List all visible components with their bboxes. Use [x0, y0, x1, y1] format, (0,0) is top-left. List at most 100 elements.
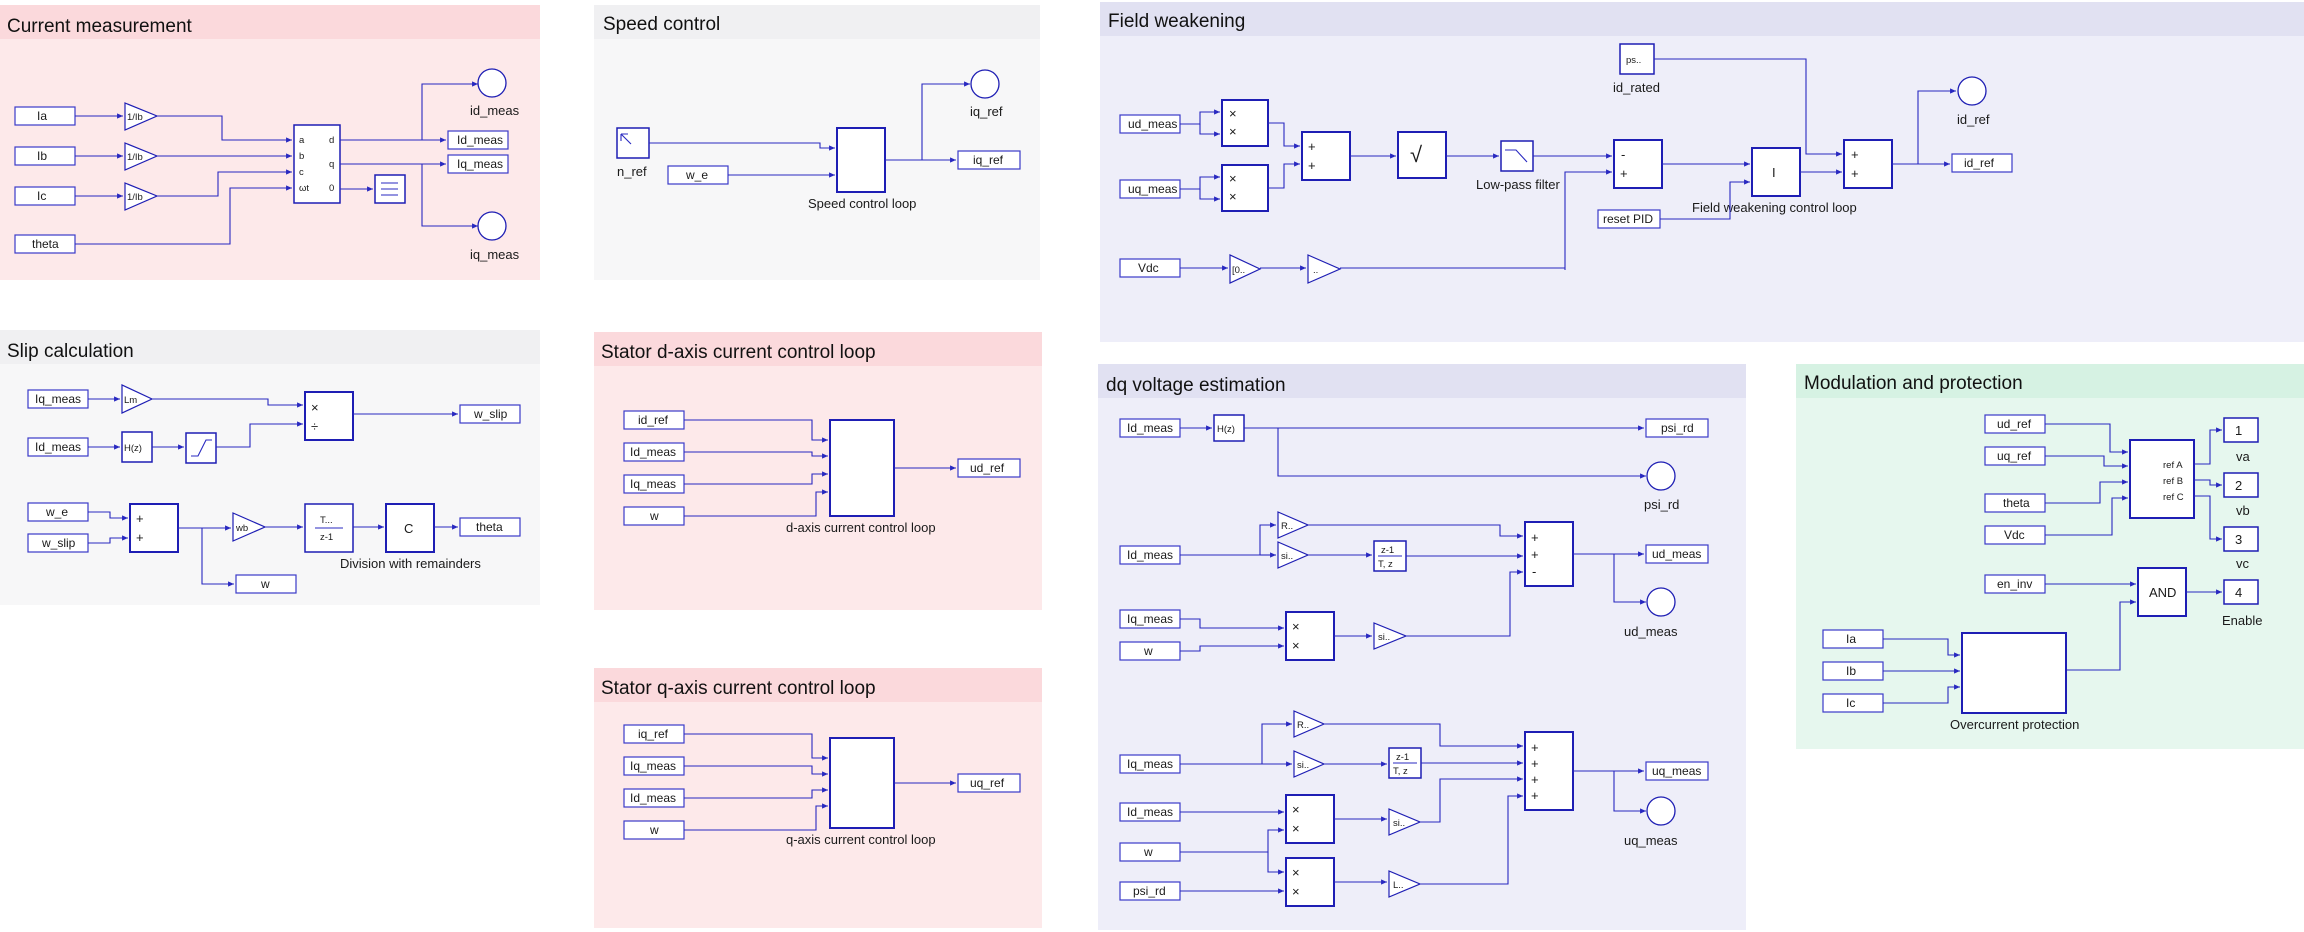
- outport-2[interactable]: [2223, 472, 2259, 498]
- goto-tag-w[interactable]: [235, 574, 297, 594]
- outport-number: 3: [2235, 532, 2242, 547]
- op-glyph: +: [1620, 166, 1628, 181]
- goto-tag-label: uq_meas: [1652, 764, 1701, 778]
- gain-block-si[interactable]: [1293, 750, 1326, 778]
- gain-block-r[interactable]: [1277, 511, 1310, 539]
- field-weakening-pi-block[interactable]: [1751, 147, 1801, 197]
- op-glyph: ×: [1292, 619, 1300, 634]
- from-tag-label: uq_meas: [1128, 182, 1177, 196]
- block-caption: Low-pass filter: [1476, 177, 1560, 192]
- scope-label: psi_rd: [1644, 497, 1679, 512]
- scope-psi-rd[interactable]: [1646, 461, 1676, 491]
- overcurrent-protection-subsystem[interactable]: [1961, 632, 2067, 714]
- goto-tag-label: psi_rd: [1661, 421, 1694, 435]
- scope-label: ud_meas: [1624, 624, 1678, 639]
- stator-q-diagram: iq_ref Iq_meas Id_meas w q-axis current …: [623, 724, 1021, 847]
- from-tag-label: theta: [32, 237, 59, 251]
- block-label: L..: [1393, 880, 1404, 891]
- outport-1[interactable]: [2223, 417, 2259, 443]
- op-glyph: +: [1531, 788, 1539, 803]
- scope-id-ref[interactable]: [1957, 76, 1987, 106]
- from-tag-label: w: [649, 823, 659, 837]
- product-block-ud[interactable]: [1221, 99, 1269, 147]
- subsystem-label: q-axis current control loop: [786, 832, 936, 847]
- goto-tag-label: w: [260, 577, 270, 591]
- product-block-uq-2[interactable]: [1285, 857, 1335, 907]
- scope-iq-meas[interactable]: [477, 211, 507, 241]
- q-axis-current-control-subsystem[interactable]: [829, 737, 895, 829]
- gain-block-wb[interactable]: [232, 512, 267, 542]
- saturation-block[interactable]: [185, 432, 217, 464]
- discrete-integrator-block[interactable]: [304, 503, 354, 553]
- block-label: ..: [1313, 265, 1318, 276]
- gain-block-ic[interactable]: [124, 182, 159, 211]
- sum-block-id-ref[interactable]: [1843, 139, 1893, 189]
- gain-block-lm[interactable]: [121, 384, 154, 414]
- area-title: Stator q-axis current control loop: [601, 678, 876, 699]
- dq-voltage-diagram: Id_meas H(z) psi_rd psi_rd Id_meas R.. s…: [1119, 414, 1709, 907]
- sum-block-uq[interactable]: [1524, 731, 1574, 811]
- op-glyph: -: [1621, 147, 1625, 162]
- area-field-weakening[interactable]: Field weakening: [1100, 2, 2304, 342]
- outport-number: 4: [2235, 585, 2242, 600]
- goto-tag-w-slip[interactable]: [459, 404, 521, 424]
- op-glyph: +: [1531, 547, 1539, 562]
- from-tag-label: reset PID: [1603, 212, 1653, 226]
- sum-block-ud[interactable]: [1524, 521, 1574, 587]
- abc-to-dq-transform-block[interactable]: [293, 124, 341, 204]
- goto-tag-psi-rd[interactable]: [1645, 418, 1709, 438]
- speed-control-loop-subsystem[interactable]: [836, 127, 886, 193]
- gain-block-vdc[interactable]: [1307, 254, 1342, 284]
- from-tag-label: w: [1143, 845, 1153, 859]
- division-remainder-block[interactable]: [385, 503, 435, 553]
- scope-id-meas[interactable]: [477, 68, 507, 98]
- saturation-block[interactable]: [1229, 254, 1262, 284]
- goto-tag-id-meas[interactable]: [447, 130, 509, 150]
- area-dq-voltage[interactable]: dq voltage estimation: [1098, 364, 1746, 930]
- step-block-n-ref[interactable]: [616, 127, 650, 159]
- goto-tag-ud-meas[interactable]: [1645, 544, 1709, 564]
- area-title: Speed control: [603, 14, 720, 35]
- goto-tag-iq-ref[interactable]: [957, 150, 1021, 170]
- goto-tag-theta[interactable]: [459, 517, 521, 537]
- area-slip-calculation[interactable]: Slip calculation: [0, 330, 540, 605]
- gain-block-l[interactable]: [1388, 870, 1422, 898]
- gain-block-r[interactable]: [1293, 710, 1326, 738]
- goto-tag-uq-ref[interactable]: [957, 773, 1021, 793]
- scope-ud-meas[interactable]: [1646, 587, 1676, 617]
- and-block[interactable]: [2137, 567, 2187, 617]
- goto-tag-iq-meas[interactable]: [447, 154, 509, 174]
- from-tag-label: Vdc: [1138, 261, 1159, 275]
- gain-block-si[interactable]: [1388, 808, 1422, 836]
- modulator-block[interactable]: [2129, 439, 2195, 519]
- gain-block-ia[interactable]: [124, 102, 159, 131]
- d-axis-current-control-subsystem[interactable]: [829, 419, 895, 517]
- port-label: 0: [329, 183, 334, 194]
- block-label: AND: [2149, 585, 2176, 600]
- sqrt-block[interactable]: [1397, 131, 1447, 179]
- area-stator-d[interactable]: Stator d-axis current control loop: [594, 332, 1042, 610]
- goto-tag-uq-meas[interactable]: [1645, 761, 1709, 781]
- product-divide-block[interactable]: [304, 391, 354, 441]
- gain-label: 1/Ib: [127, 112, 143, 123]
- gain-block-si[interactable]: [1277, 541, 1310, 569]
- from-tag-label: en_inv: [1997, 577, 2032, 591]
- step-label: n_ref: [617, 164, 647, 179]
- outport-label: vc: [2236, 556, 2250, 571]
- outport-4[interactable]: [2223, 579, 2259, 605]
- outport-label: Enable: [2222, 613, 2262, 628]
- goto-tag-ud-ref[interactable]: [957, 458, 1021, 478]
- op-glyph: ×: [1292, 802, 1300, 817]
- low-pass-filter-block[interactable]: [1500, 140, 1534, 172]
- op-glyph: ×: [1229, 189, 1237, 204]
- gain-block-si[interactable]: [1373, 622, 1408, 650]
- outport-3[interactable]: [2223, 526, 2259, 552]
- scope-uq-meas[interactable]: [1646, 796, 1676, 826]
- sum-block-error[interactable]: [1613, 139, 1663, 189]
- from-tag-label: Ia: [37, 109, 47, 123]
- scope-iq-ref[interactable]: [970, 69, 1000, 99]
- goto-tag-id-ref[interactable]: [1951, 153, 2013, 173]
- gain-block-ib[interactable]: [124, 142, 159, 171]
- scope-label: uq_meas: [1624, 833, 1678, 848]
